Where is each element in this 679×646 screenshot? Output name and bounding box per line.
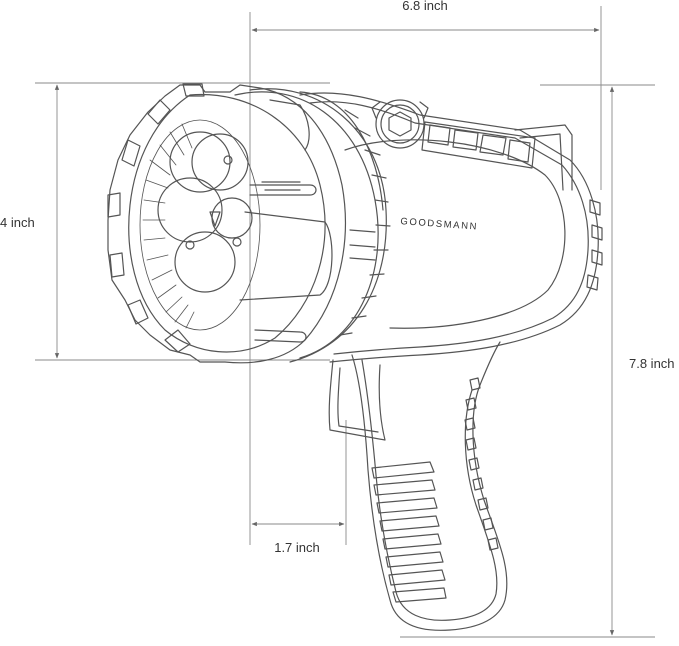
front-bezel <box>107 83 346 364</box>
led-lens-cluster <box>157 131 253 293</box>
total-height-label: 7.8 inch <box>629 356 675 371</box>
head-height-label-bg <box>0 212 44 232</box>
reflector <box>139 119 261 331</box>
rear-grip-bumps <box>464 377 499 551</box>
led-screw <box>185 240 195 250</box>
width-label: 6.8 inch <box>402 0 448 13</box>
head-collar <box>234 88 391 363</box>
led-screw <box>223 155 233 165</box>
led-center-mark <box>209 211 221 227</box>
brand-logo-text: GOODSMANN <box>400 216 478 232</box>
trigger <box>328 359 386 441</box>
rear-bumpers <box>586 199 603 291</box>
side-panel <box>344 139 566 329</box>
grip-depth-label: 1.7 inch <box>274 540 320 555</box>
body-shell <box>299 92 603 363</box>
grip-ribs <box>371 461 447 603</box>
led-screw <box>232 237 242 247</box>
rear-bracket <box>514 124 573 191</box>
spotlight-drawing <box>107 83 603 631</box>
hex-power-button-icon <box>371 99 429 149</box>
head-cage <box>239 99 376 343</box>
handle <box>328 341 508 631</box>
head-height-label: 4 inch <box>0 215 35 230</box>
battery-level-icon <box>421 121 536 169</box>
dimension-lines <box>35 6 655 638</box>
